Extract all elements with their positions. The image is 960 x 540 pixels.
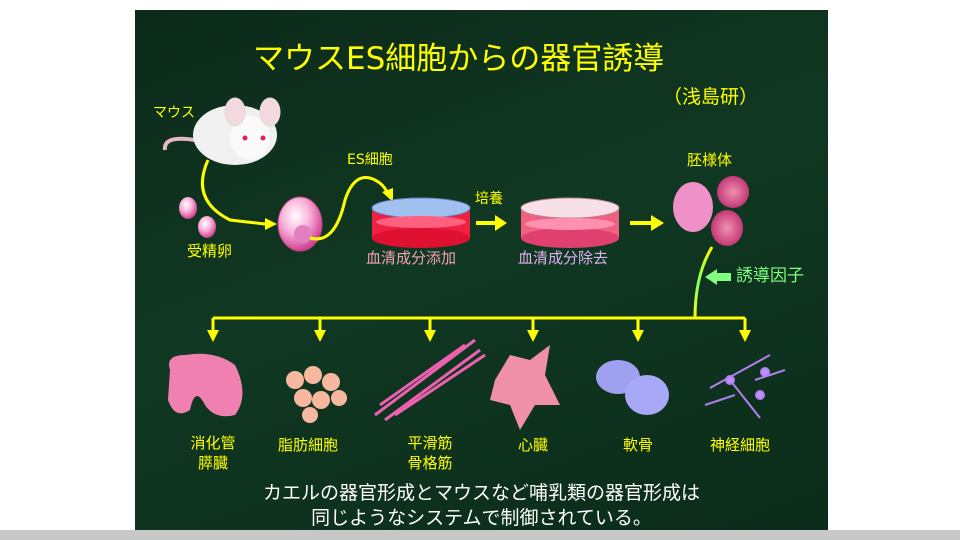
organ-label-fat: 脂肪細胞 (278, 436, 339, 454)
organ-muscle-illustration (374, 338, 486, 422)
arrow-down-icon (207, 330, 219, 342)
page-title: マウスES細胞からの器官誘導 (253, 41, 665, 77)
embryoid-body (717, 176, 749, 208)
mouse-illustration (162, 97, 281, 165)
embryoid-body (673, 182, 713, 232)
organ-cartilage-illustration (596, 360, 669, 415)
organ-heart-illustration (490, 345, 560, 430)
label-mouse: マウス (153, 105, 195, 121)
label-fertilized-egg: 受精卵 (187, 242, 233, 260)
organ-label-heart: 心臓 (518, 436, 549, 454)
conclusion-line-2: 同じようなシステムで制御されている。 (311, 507, 652, 529)
organ-label-neuron: 神経細胞 (710, 436, 771, 454)
culture-dish-serum-add (371, 197, 471, 248)
label-inducer: 誘導因子 (736, 266, 804, 286)
arrow-down-icon (739, 330, 751, 342)
egg (179, 197, 197, 219)
blastocyst (277, 196, 323, 252)
bottom-bar (0, 530, 960, 540)
organ-neuron-illustration (704, 354, 786, 419)
organ-label-gut: 消化管膵臓 (188, 433, 238, 474)
embryoid-body (711, 210, 743, 246)
arrow-down-icon (314, 330, 326, 342)
organ-label-line: 骨格筋 (407, 454, 453, 473)
branch-arrows (207, 318, 751, 342)
diagram-art (162, 97, 786, 430)
arrow-down-icon (424, 330, 436, 342)
organ-label-cartilage: 軟骨 (623, 436, 654, 454)
organ-label-muscle: 平滑筋骨格筋 (405, 433, 455, 474)
inducer-arrow-icon (705, 269, 731, 285)
label-es-cell: ES細胞 (347, 152, 393, 168)
organ-label-line: 平滑筋 (407, 434, 453, 452)
organ-fat-illustration (286, 366, 347, 423)
label-culture: 培養 (475, 191, 503, 207)
egg (198, 216, 216, 238)
conclusion-line-1: カエルの器官形成とマウスなど哺乳類の器官形成は (262, 482, 700, 504)
organ-label-line: 消化管 (190, 434, 236, 452)
arrow-down-icon (632, 330, 644, 342)
lab-name: （浅島研） (663, 86, 759, 108)
culture-dish-serum-remove (520, 197, 620, 248)
organ-label-line: 膵臓 (197, 454, 228, 473)
organ-gut-illustration (168, 353, 243, 417)
label-serum-add: 血清成分添加 (366, 249, 457, 267)
slide: マウスES細胞からの器官誘導 （浅島研） マウス 受精卵 ES細胞 血清成分添加… (135, 10, 828, 530)
label-serum-remove: 血清成分除去 (518, 249, 609, 267)
arrow-down-icon (527, 330, 539, 342)
label-embryoid-body: 胚様体 (687, 151, 733, 169)
